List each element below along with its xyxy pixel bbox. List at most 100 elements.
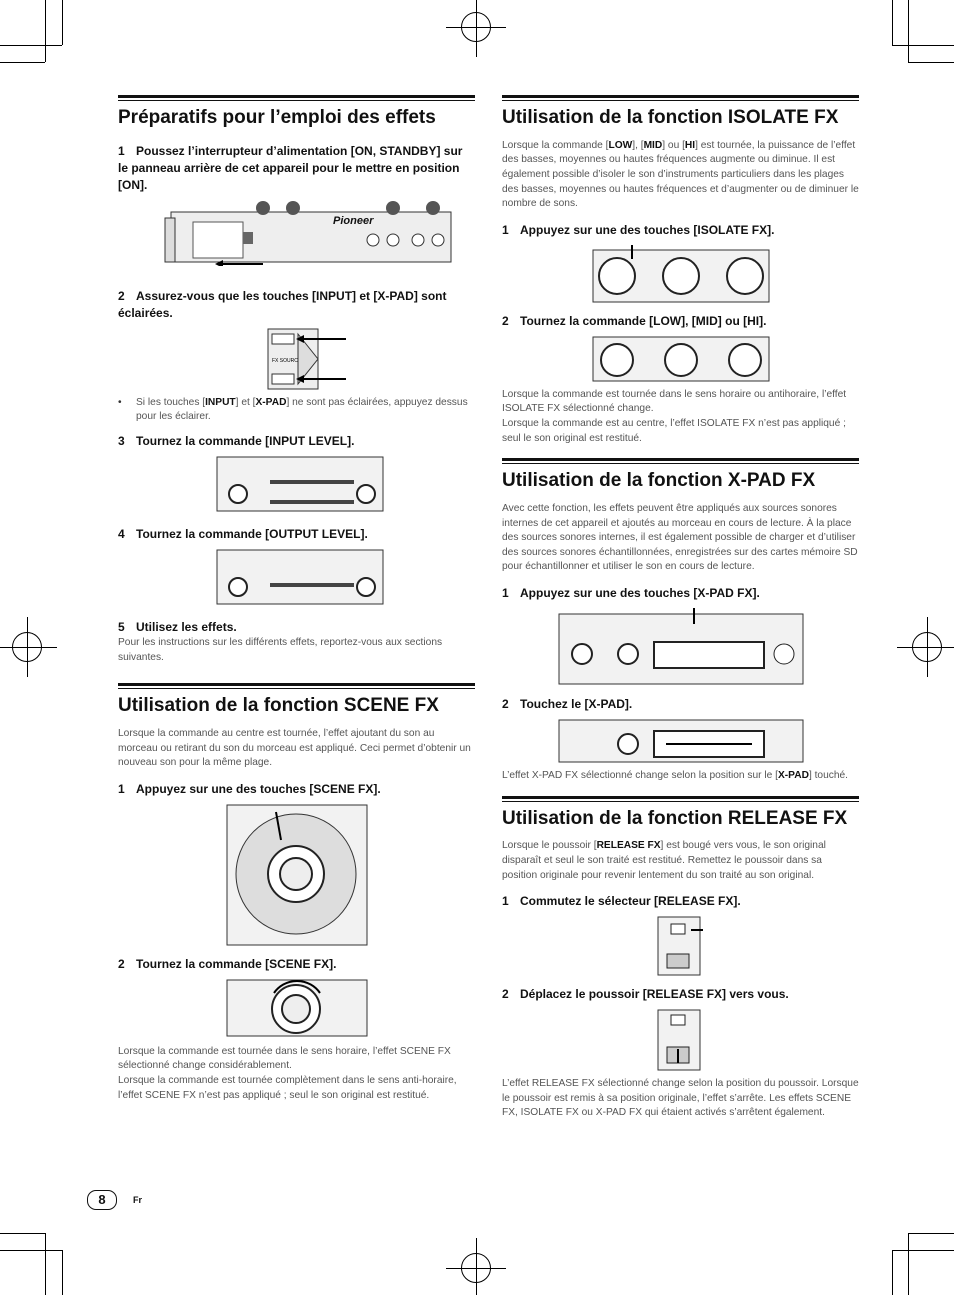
crop-mark [0, 1250, 62, 1251]
text: ] est tournée, la puissance de l’effet d… [502, 139, 859, 210]
section-outro: Lorsque la commande est tournée dans le … [502, 388, 847, 415]
right-column: Utilisation de la fonction ISOLATE FX Lo… [502, 95, 859, 1121]
crop-mark [45, 0, 46, 62]
rear-panel-figure: Pioneer [164, 200, 452, 266]
crop-mark [908, 1233, 909, 1295]
meter-bar [270, 500, 354, 505]
text-bold: HI [684, 139, 696, 151]
pioneer-logo: Pioneer [333, 215, 374, 227]
power-switch [243, 231, 253, 244]
section-intro: Avec cette fonction, les effets peuvent … [502, 503, 858, 573]
hi-knob [726, 256, 764, 295]
arrowhead [215, 259, 223, 266]
hi-knob [728, 342, 762, 377]
knob-top [426, 200, 440, 215]
section-rule [502, 95, 859, 101]
step-text: Déplacez le poussoir [RELEASE FX] vers v… [520, 987, 789, 1002]
crop-mark [892, 1250, 954, 1251]
registration-mark [446, 0, 506, 57]
step-text: Touchez le [X-PAD]. [520, 697, 633, 711]
fx-source-label: FX SOURCE [272, 358, 302, 364]
step-text: Poussez l’interrupteur d’alimentation [O… [118, 143, 463, 192]
step-body: Pour les instructions sur les différents… [118, 637, 443, 663]
section-title-release-fx: Utilisation de la fonction RELEASE FX [502, 807, 848, 829]
selector-switch [670, 1014, 686, 1026]
crop-mark [908, 1233, 954, 1234]
text: Si les touches [ [136, 396, 206, 408]
step-text: Tournez la commande [OUTPUT LEVEL]. [136, 527, 368, 542]
output-level-knob [356, 484, 376, 505]
step: 4 Tournez la commande [OUTPUT LEVEL]. [118, 526, 475, 543]
section-intro: Lorsque le poussoir [RELEASE FX] est bou… [502, 839, 859, 883]
release-lever [666, 953, 690, 969]
section-outro: L’effet RELEASE FX sélectionné change se… [502, 1078, 859, 1119]
section-rule [502, 458, 859, 465]
crop-mark [892, 1250, 893, 1295]
step: 2 Déplacez le poussoir [RELEASE FX] vers … [502, 986, 859, 1003]
registration-mark [897, 617, 954, 677]
fx-source-figure: FX SOURCE [267, 328, 346, 390]
low-knob [600, 342, 634, 377]
text: ] ne sont pas éclairées, appuyez dessus … [136, 396, 468, 423]
text: Lorsque le poussoir [ [502, 840, 597, 852]
scene-fx-figure [226, 804, 368, 946]
rotate-arrow [273, 979, 321, 994]
crop-mark [0, 45, 62, 46]
text: ] ou [ [662, 139, 685, 151]
release-fx-selector-figure [657, 916, 703, 976]
text-bold: LOW [608, 139, 633, 151]
xpad-strip [653, 641, 765, 669]
release-fx-lever-figure [657, 1009, 701, 1071]
section-rule [118, 95, 475, 101]
output-jack [411, 233, 425, 247]
text: Lorsque la commande [ [502, 139, 609, 151]
step-number: 2 [502, 987, 509, 1002]
output-jack [431, 233, 445, 247]
section-rule [118, 683, 475, 690]
text-bold: X-PAD [255, 396, 287, 408]
text: L’effet X-PAD FX sélectionné change selo… [502, 770, 778, 781]
language-label: Fr [133, 1195, 142, 1205]
step-number: 1 [502, 894, 509, 909]
crop-mark [0, 62, 45, 63]
arrow [275, 811, 282, 841]
panel [216, 549, 384, 605]
meter-bar [270, 583, 354, 588]
step-number: 4 [118, 527, 125, 542]
input-level-knob [228, 484, 248, 505]
isolate-fx-rotate-figure [592, 336, 770, 382]
step-text: Utilisez les effets. [136, 620, 237, 635]
crop-mark [908, 0, 909, 62]
mid-knob [662, 256, 700, 295]
step-number: 1 [502, 586, 509, 600]
section-title-xpad-fx: Utilisation de la fonction X-PAD FX [502, 470, 816, 492]
section-rule [502, 795, 859, 802]
section-outro: L’effet X-PAD FX sélectionné change selo… [502, 769, 859, 784]
crop-mark [0, 1233, 45, 1234]
step-number: 2 [118, 288, 125, 303]
section-outro: Lorsque la commande est au centre, l’eff… [502, 418, 846, 444]
step-text: Tournez la commande [INPUT LEVEL]. [136, 434, 355, 449]
section-outro: Lorsque la commande est tournée dans le … [118, 1045, 451, 1072]
crop-mark [62, 1250, 63, 1295]
step-number: 1 [118, 143, 125, 158]
panel-side [164, 217, 176, 263]
crop-mark [45, 1233, 46, 1295]
step-number: 1 [118, 781, 125, 796]
xpad-touch-figure [558, 719, 804, 763]
scene-fx-rotate-figure [226, 979, 368, 1037]
text: ] est bougé vers vous, le son original d… [502, 840, 826, 881]
section-title-scene-fx: Utilisation de la fonction SCENE FX [118, 695, 439, 717]
low-knob [598, 256, 636, 295]
section-intro: Lorsque la commande [LOW], [MID] ou [HI]… [502, 139, 859, 212]
registration-mark [446, 1238, 506, 1295]
mid-knob [664, 342, 698, 377]
